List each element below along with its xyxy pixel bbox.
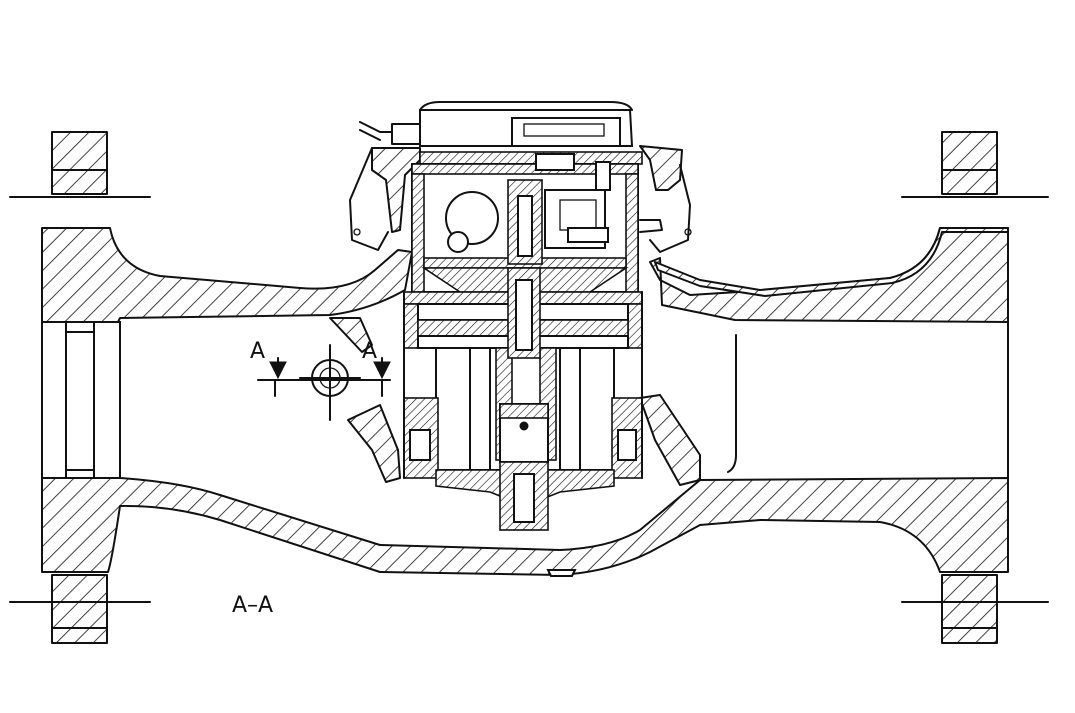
valve-body-lower-wall: [41, 477, 1009, 577]
register-dial: [445, 191, 499, 245]
cable-gland: [359, 121, 393, 141]
section-mark-left: A: [250, 339, 265, 364]
right-flange: [901, 131, 1049, 644]
pipe-bore: [41, 321, 1009, 479]
valve-body-upper-wall: [41, 227, 1009, 323]
section-mark-right: A: [362, 339, 377, 364]
left-flange: [9, 131, 151, 644]
register-window: [511, 117, 621, 147]
section-arrow-right: [373, 361, 391, 380]
measuring-element: [403, 267, 643, 531]
section-cut-line: A A: [250, 339, 391, 397]
view-caption: A–A: [232, 593, 273, 618]
check-flap: [299, 317, 701, 486]
section-arrow-left: [269, 361, 287, 380]
